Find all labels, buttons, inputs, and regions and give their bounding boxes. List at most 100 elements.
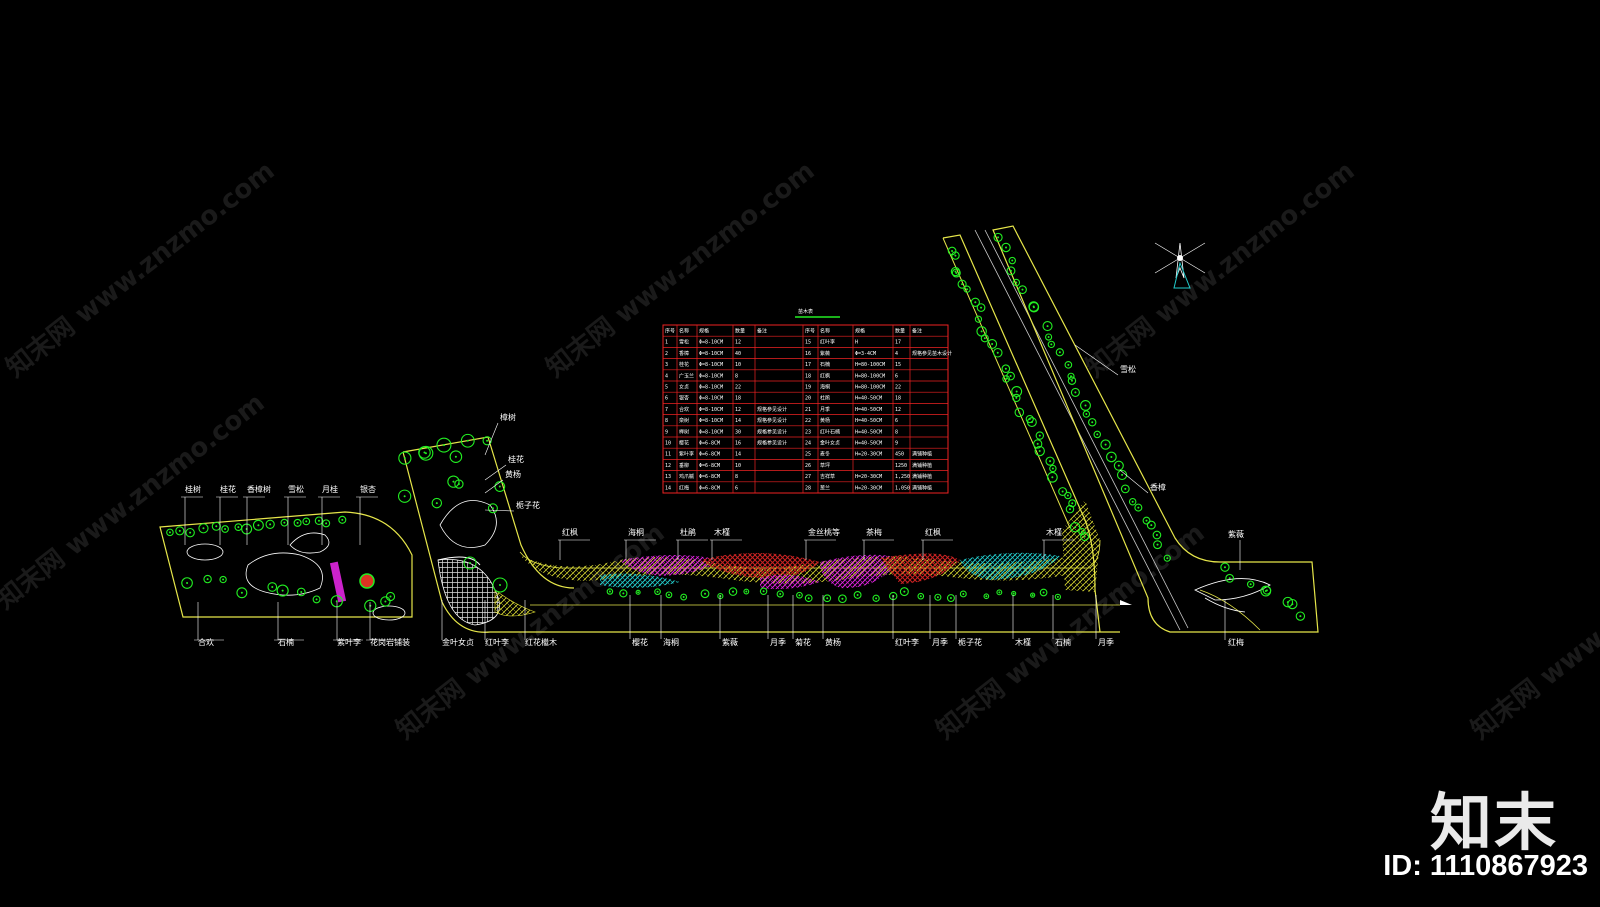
tree-symbol: [1001, 242, 1011, 253]
tree-symbol: [1026, 417, 1037, 428]
tree-symbol: [431, 497, 443, 509]
tree-symbol: [1068, 499, 1077, 508]
table-cell: 麦冬: [820, 451, 830, 458]
svg-text:香樟树: 香樟树: [247, 484, 271, 494]
left-garden-plot: [159, 511, 413, 621]
watermark-text: 知末网 www.znzmo.com: [0, 388, 270, 616]
svg-text:红叶李: 红叶李: [895, 637, 919, 647]
tree-symbol: [1067, 376, 1077, 385]
table-cell: 21: [805, 407, 811, 413]
table-cell: 红叶李: [820, 339, 835, 346]
label-mid-block: 黄杨: [484, 469, 521, 494]
svg-text:栀子花: 栀子花: [958, 637, 982, 647]
label-mid-block: 桂花: [484, 454, 524, 481]
table-cell: Φ=6-8CM: [699, 474, 720, 480]
tree-symbol: [276, 584, 289, 597]
tree-symbol: [993, 232, 1003, 243]
table-cell: 银杏: [679, 395, 689, 402]
tree-symbol: [1039, 588, 1048, 597]
label-left-bottom: 花岗岩铺装: [369, 602, 410, 647]
table-cell: H=20-30CM: [855, 474, 882, 480]
table-cell: 杜鹃: [820, 395, 830, 402]
label-strip-bottom: 红叶李: [892, 595, 919, 647]
svg-text:雪松: 雪松: [288, 484, 304, 494]
tree-symbol: [680, 593, 688, 601]
table-cell: 16: [805, 351, 811, 357]
tree-symbol: [181, 577, 193, 589]
table-cell: Φ=8-10CM: [699, 396, 723, 402]
label-strip-top: 红枫: [559, 527, 578, 560]
tree-symbol: [267, 582, 278, 592]
tree-symbol: [796, 591, 803, 599]
tree-symbol: [996, 589, 1003, 596]
table-cell: 13: [665, 474, 671, 480]
tree-symbol: [1070, 387, 1080, 397]
tree-symbol: [494, 481, 506, 492]
table-cell: 规格参见苗木设计: [912, 350, 952, 357]
label-strip-bottom: 黄杨: [822, 595, 841, 647]
tree-symbol: [717, 593, 724, 600]
table-cell: 黄杨: [820, 417, 830, 424]
label-strip-bottom: 石楠: [1052, 595, 1071, 647]
tree-symbol: [1046, 471, 1058, 483]
table-cell: H=40-50CM: [855, 429, 882, 435]
label-left-top: 桂花: [219, 484, 236, 545]
label-mid-block: 樟树: [484, 412, 516, 456]
table-cell: 4: [895, 351, 898, 357]
tree-symbol: [398, 451, 412, 465]
svg-text:木槿: 木槿: [1046, 527, 1062, 537]
table-cell: Φ=6-8CM: [699, 452, 720, 458]
table-cell: 18: [805, 373, 811, 379]
tree-symbol: [241, 523, 253, 535]
tree-symbol: [1113, 460, 1124, 471]
table-cell: 22: [895, 385, 901, 391]
table-cell: 4: [665, 373, 668, 379]
table-cell: 450: [895, 452, 904, 458]
table-cell: Φ=8-10CM: [699, 429, 723, 435]
tree-symbol: [1246, 580, 1255, 589]
table-cell: 40: [735, 351, 741, 357]
label-strip-bottom: 月季: [1095, 595, 1114, 647]
tree-symbol: [397, 489, 412, 503]
table-cell: 榉树: [679, 428, 689, 435]
table-cell: Φ=8-10CM: [699, 340, 723, 346]
table-cell: 满铺种植: [912, 484, 932, 491]
tree-symbol: [1006, 266, 1016, 276]
table-cell: 栾树: [679, 417, 689, 424]
table-cell: 17: [895, 340, 901, 346]
table-cell: 26: [805, 463, 811, 469]
table-cell: 1: [665, 340, 668, 346]
tree-symbol: [1035, 431, 1045, 440]
tree-symbol: [1152, 530, 1162, 540]
table-cell: 14: [735, 452, 741, 458]
tree-symbol: [1116, 469, 1128, 481]
tree-symbol: [1002, 375, 1010, 383]
tree-symbol: [449, 450, 463, 464]
table-cell: 30: [735, 429, 741, 435]
tree-symbol: [654, 588, 661, 596]
tree-symbol: [1082, 410, 1091, 418]
table-cell: 香樟: [679, 350, 689, 357]
tree-symbol: [166, 528, 174, 537]
watermark-text: 知末网 www.znzmo.com: [541, 156, 821, 384]
tree-symbol: [951, 268, 961, 278]
table-cell: 满铺种植: [912, 451, 932, 458]
table-cell: H=40-50CM: [855, 396, 882, 402]
table-cell: 2: [665, 351, 668, 357]
table-cell: 10: [735, 362, 741, 368]
table-header-cell: 备注: [912, 328, 922, 335]
tree-symbol: [338, 515, 347, 524]
tree-symbol: [293, 518, 302, 527]
tree-symbol: [974, 315, 983, 323]
table-cell: 红叶石楠: [820, 428, 840, 435]
tree-symbol: [1163, 554, 1171, 562]
tree-symbol: [1064, 491, 1072, 500]
label-strip-bottom: 木槿: [1012, 595, 1031, 647]
tree-symbol: [1128, 497, 1137, 506]
tree-symbol: [302, 517, 311, 526]
label-right: 红梅: [1224, 600, 1244, 647]
table-cell: H=40-50CM: [855, 418, 882, 424]
tree-symbol: [1011, 590, 1017, 597]
table-cell: 红梅: [679, 484, 689, 491]
